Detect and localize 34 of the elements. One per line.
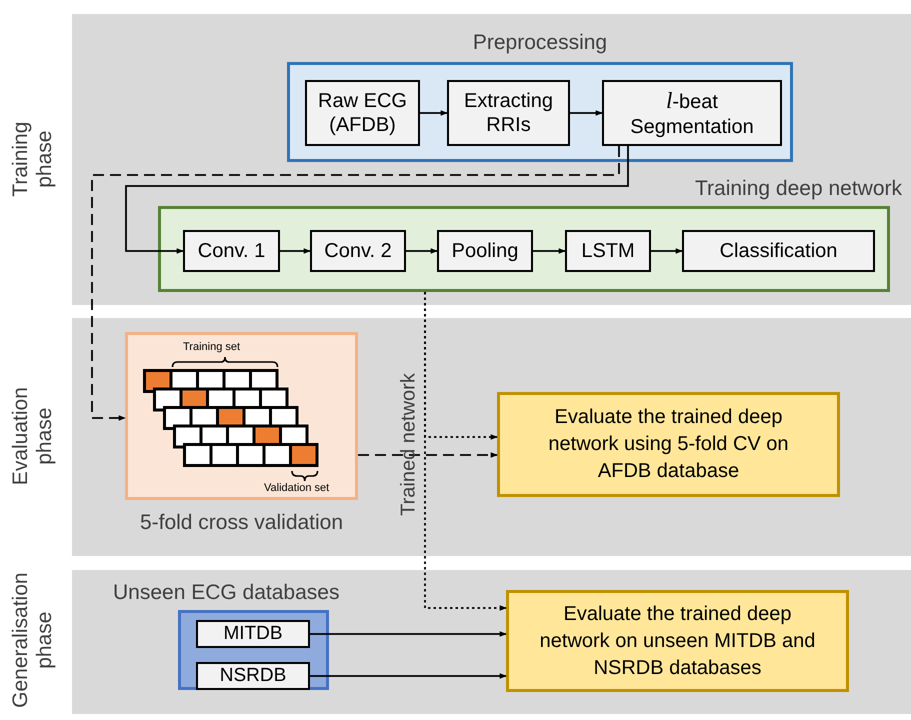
process-box: Raw ECG (AFDB) (305, 80, 420, 146)
arrow (310, 673, 507, 679)
arrow (570, 110, 603, 116)
phase-label: Generalisation phase (8, 571, 57, 710)
arrow (125, 146, 629, 254)
line-label: Trained network (398, 372, 420, 518)
drawing-label: Training set (183, 341, 240, 353)
result-box: Evaluate the trained deep network on unseen MITDB and NSRDB databases (506, 590, 849, 692)
process-box: Conv. 1 (183, 230, 280, 272)
phase-label: Training phase (8, 120, 57, 199)
database-box: NSRDB (196, 662, 310, 690)
group-heading: 5-fold cross validation (138, 511, 344, 535)
process-box: Classification (682, 230, 875, 272)
arrow (651, 248, 683, 254)
arrow (533, 248, 566, 254)
arrow (406, 248, 438, 254)
arrow (280, 248, 311, 254)
process-box: Pooling (437, 230, 533, 272)
drawing-label: Validation set (264, 482, 330, 494)
process-box: Extracting RRIs (447, 80, 570, 146)
arrow (91, 146, 620, 421)
arrow (424, 292, 507, 611)
arrow (310, 631, 507, 637)
group-heading: Preprocessing (472, 31, 608, 55)
group-heading: Unseen ECG databases (113, 581, 340, 605)
phase-label: Evaluation phase (8, 386, 57, 488)
process-box: LSTM (565, 230, 651, 272)
group-heading: Training deep network (694, 177, 902, 201)
process-box: Conv. 2 (310, 230, 406, 272)
arrow (358, 452, 498, 458)
arrow (420, 110, 448, 116)
database-box: MITDB (196, 620, 310, 648)
result-box: Evaluate the trained deep network using 5-fold CV on AFDB database (497, 392, 840, 497)
process-box: l-beat Segmentation (602, 80, 782, 146)
